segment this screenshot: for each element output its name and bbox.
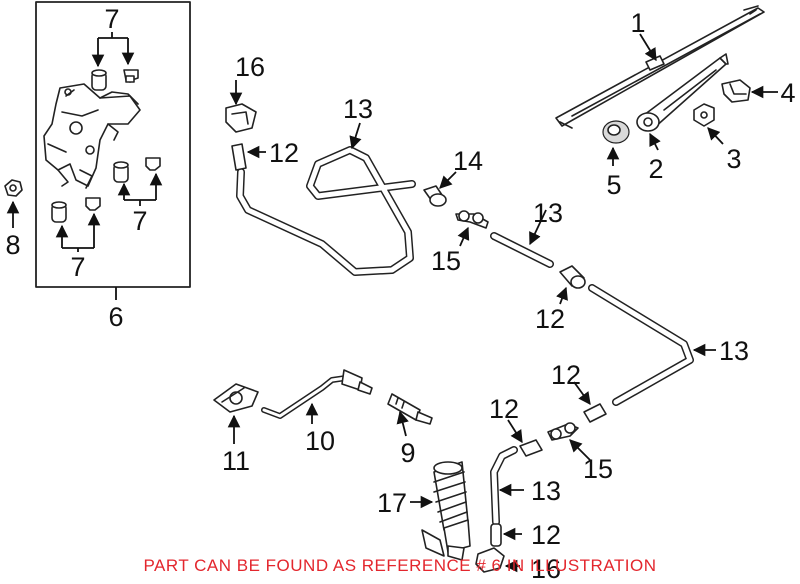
hose-10 <box>261 369 373 419</box>
wiper-blade <box>555 5 765 129</box>
callout-7-top: 7 <box>104 4 119 34</box>
callout-16-top: 16 <box>235 52 265 82</box>
callout-7-right: 7 <box>132 206 147 236</box>
grommet-top-left <box>91 69 107 91</box>
callout-14: 14 <box>453 146 483 176</box>
callout-12-right: 12 <box>551 360 581 390</box>
pump-17 <box>421 461 471 561</box>
connector-9 <box>387 393 433 425</box>
callout-13-top: 13 <box>343 94 373 124</box>
callout-15-bottom: 15 <box>583 454 613 484</box>
seal-5 <box>602 120 630 144</box>
callout-7-bottom: 7 <box>70 252 85 282</box>
callout-6: 6 <box>108 302 123 332</box>
tee-15-top <box>455 210 489 229</box>
callout-15-top: 15 <box>431 246 461 276</box>
bolt-top-right <box>123 69 139 83</box>
connector-12-mid <box>559 265 586 289</box>
callout-2: 2 <box>648 154 663 184</box>
callout-13-right: 13 <box>719 336 749 366</box>
grommet-bottom <box>51 201 67 223</box>
reference-notice: PART CAN BE FOUND AS REFERENCE # 6 IN IL… <box>143 556 657 575</box>
callout-12-top: 12 <box>269 138 299 168</box>
callout-4: 4 <box>780 78 795 108</box>
connector-12-bottom <box>490 523 502 547</box>
callout-3: 3 <box>726 144 741 174</box>
wiper-motor <box>43 83 141 189</box>
callout-11: 11 <box>222 446 250 476</box>
callout-8: 8 <box>5 230 20 260</box>
bolt-mid <box>145 157 161 171</box>
grommet-mid <box>113 161 129 183</box>
nut-8 <box>4 179 23 197</box>
callout-13-bottom: 13 <box>531 476 561 506</box>
callout-12-mid: 12 <box>535 304 565 334</box>
hose-network <box>236 146 694 526</box>
callout-12-bottom: 12 <box>531 520 561 550</box>
callout-5: 5 <box>606 170 621 200</box>
callout-12-lower: 12 <box>489 394 519 424</box>
connector-12-right <box>583 403 607 423</box>
callout-1: 1 <box>630 8 645 38</box>
cap-4 <box>721 79 751 103</box>
connector-12-top <box>231 143 247 171</box>
callout-16-bottom: 16 <box>531 554 561 584</box>
clip-16-top <box>225 103 257 133</box>
callout-9: 9 <box>400 438 415 468</box>
callout-17: 17 <box>377 488 407 518</box>
nozzle-11 <box>213 383 259 413</box>
tee-15-bottom <box>547 422 579 441</box>
bolt-bottom <box>85 197 101 211</box>
wiper-motor-assembly-box <box>35 1 191 288</box>
nut-3 <box>693 103 715 127</box>
connector-12-lower <box>519 439 543 457</box>
valve-14 <box>423 185 447 207</box>
wiper-arm <box>636 53 729 132</box>
callout-13-mid: 13 <box>533 198 563 228</box>
callout-10: 10 <box>305 426 335 456</box>
clip-16-bottom <box>475 547 505 573</box>
